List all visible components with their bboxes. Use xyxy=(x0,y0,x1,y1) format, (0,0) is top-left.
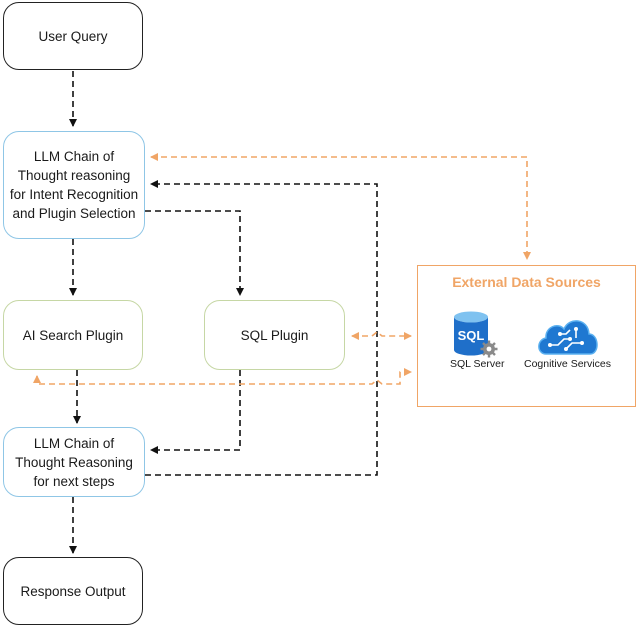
llm-next-steps-node: LLM Chain of Thought Reasoning for next … xyxy=(3,427,145,497)
sql-plugin-node: SQL Plugin xyxy=(204,300,345,370)
external-data-sources-title: External Data Sources xyxy=(452,274,601,290)
response-output-label: Response Output xyxy=(20,583,126,599)
arrow-sql-to-llmnext xyxy=(150,370,241,454)
llm-intent-node: LLM Chain of Thought reasoning for Inten… xyxy=(3,131,145,239)
llm-next-steps-label: LLM Chain of Thought Reasoning for next … xyxy=(15,435,133,489)
arrow-llm-external-bidirectional xyxy=(150,153,531,260)
response-output-node: Response Output xyxy=(3,557,143,625)
user-query-node: User Query xyxy=(3,2,143,70)
external-data-sources-panel: External Data Sources SQL SQL Server xyxy=(417,265,636,407)
ai-search-plugin-node: AI Search Plugin xyxy=(3,300,143,370)
ai-search-plugin-label: AI Search Plugin xyxy=(22,327,124,343)
llm-intent-label: LLM Chain of Thought reasoning for Inten… xyxy=(9,149,139,221)
cognitive-services-label: Cognitive Services xyxy=(524,358,611,370)
arrow-sql-external-bidirectional xyxy=(351,330,412,340)
arrow-llm-to-sql xyxy=(145,210,244,296)
sql-icon-text: SQL xyxy=(458,328,485,343)
sql-plugin-label: SQL Plugin xyxy=(240,327,309,343)
sql-server-label: SQL Server xyxy=(450,358,505,370)
user-query-label: User Query xyxy=(38,28,108,44)
arrow-aisearch-external-bidirectional xyxy=(33,368,412,385)
cognitive-services-icon xyxy=(538,320,598,355)
sql-server-icon: SQL xyxy=(454,311,498,358)
